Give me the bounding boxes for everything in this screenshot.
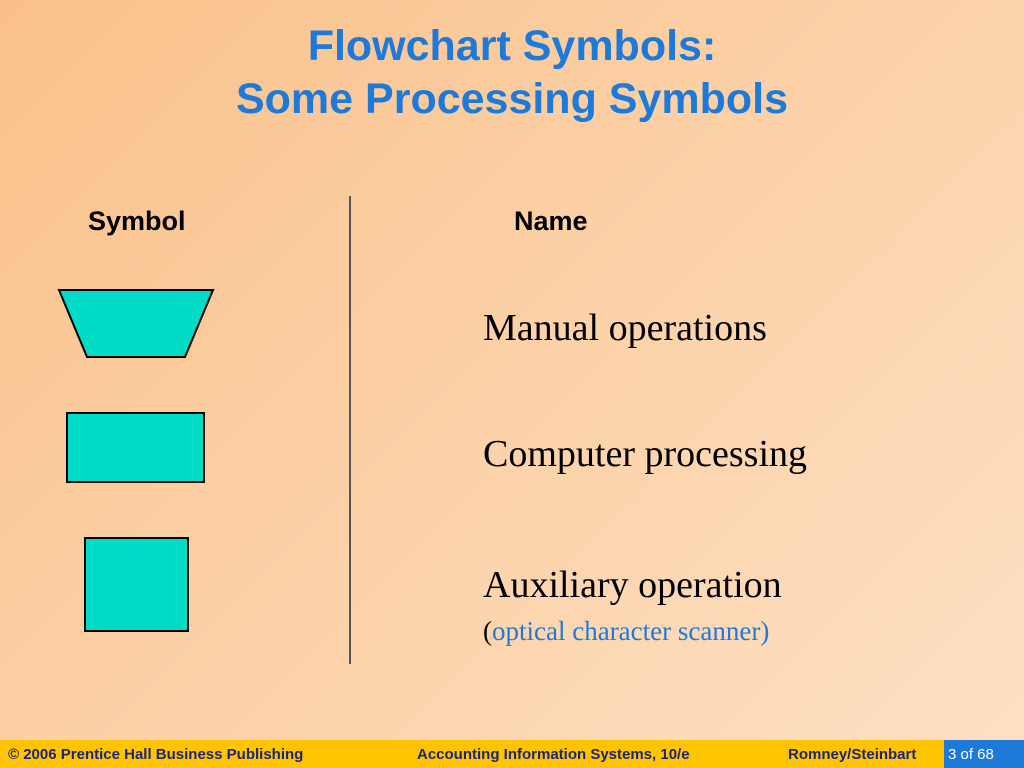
footer-book-title: Accounting Information Systems, 10/e	[417, 746, 690, 763]
auxiliary-note: (optical character scanner)	[483, 616, 769, 647]
slide-title-line1: Flowchart Symbols:	[307, 22, 717, 70]
footer-authors: Romney/Steinbart	[788, 746, 917, 763]
row-name-manual-operations: Manual operations	[483, 307, 767, 349]
slide-title: Flowchart Symbols: Some Processing Symbo…	[0, 20, 1024, 126]
auxiliary-operation-symbol	[84, 537, 189, 632]
page-number: 3 of 68	[948, 746, 994, 763]
row-name-auxiliary-operation: Auxiliary operation	[483, 564, 782, 606]
name-column-header: Name	[514, 206, 588, 236]
auxiliary-note-open-paren: (	[483, 616, 492, 646]
slide-title-line2: Some Processing Symbols	[235, 75, 789, 123]
auxiliary-note-text: optical character scanner)	[492, 616, 770, 646]
symbol-column-header: Symbol	[88, 206, 186, 236]
page-number-box: 3 of 68	[944, 740, 1024, 768]
footer-copyright: © 2006 Prentice Hall Business Publishing	[8, 746, 304, 763]
computer-processing-symbol	[66, 412, 205, 483]
column-divider	[349, 196, 351, 664]
row-name-computer-processing: Computer processing	[483, 433, 808, 475]
footer-bar: © 2006 Prentice Hall Business Publishing…	[0, 740, 1024, 768]
manual-operation-symbol	[57, 289, 215, 358]
